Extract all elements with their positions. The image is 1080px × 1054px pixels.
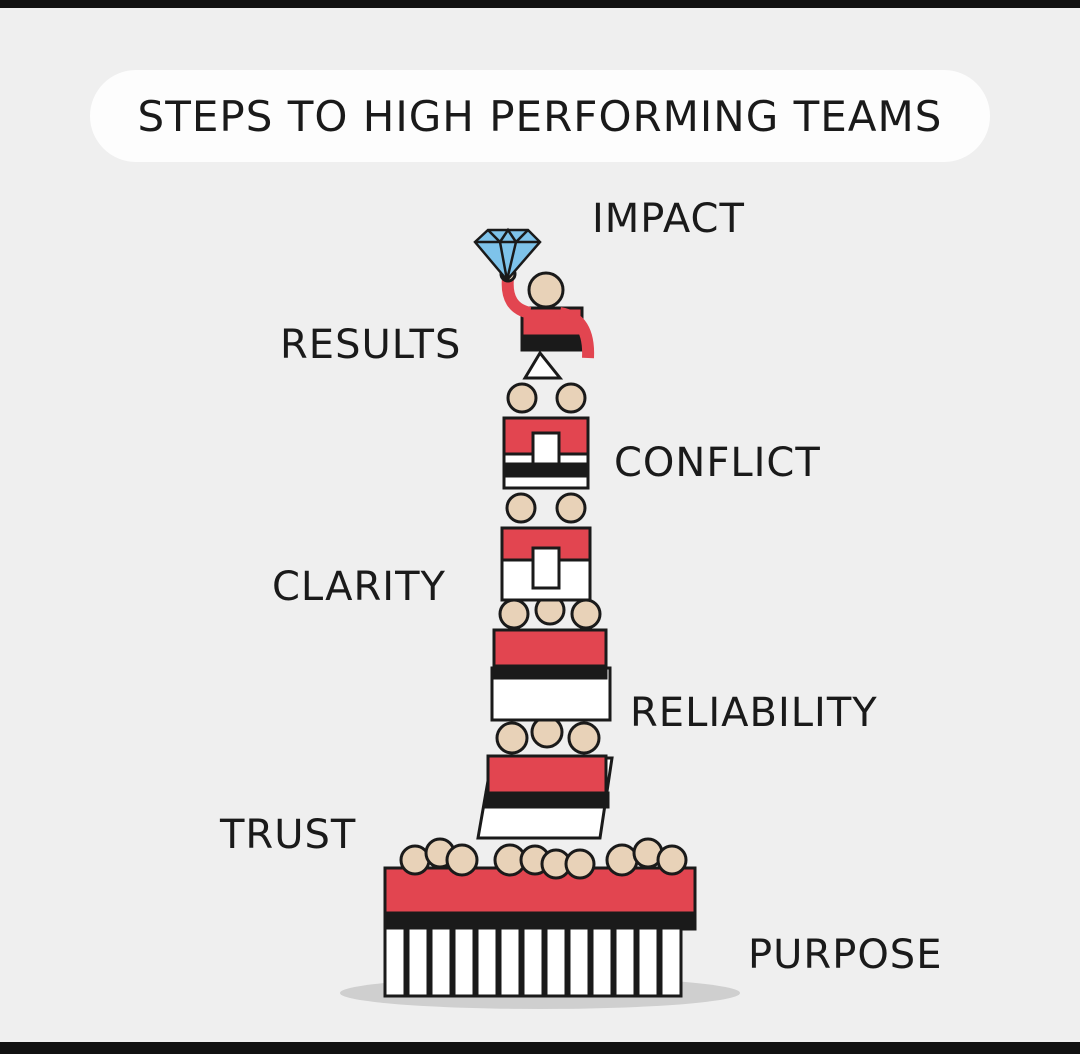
title-banner: STEPS TO HIGH PERFORMING TEAMS <box>90 70 990 162</box>
label-clarity: CLARITY <box>272 564 446 610</box>
page-title: STEPS TO HIGH PERFORMING TEAMS <box>137 91 943 141</box>
label-reliability: RELIABILITY <box>630 690 878 736</box>
label-conflict: CONFLICT <box>614 440 821 486</box>
human-tower-illustration <box>340 227 740 1009</box>
label-impact: IMPACT <box>592 196 745 242</box>
tier-reliability <box>476 715 614 840</box>
label-results: RESULTS <box>280 322 462 368</box>
tier-clarity <box>490 594 612 722</box>
diamond-icon <box>473 227 542 282</box>
illustration-canvas: STEPS TO HIGH PERFORMING TEAMS <box>0 8 1080 1042</box>
tier-results <box>502 382 590 490</box>
tier-conflict <box>500 492 592 602</box>
top-person <box>499 265 595 380</box>
label-trust: TRUST <box>220 812 357 858</box>
label-purpose: PURPOSE <box>748 932 943 978</box>
base-tier <box>383 837 697 998</box>
